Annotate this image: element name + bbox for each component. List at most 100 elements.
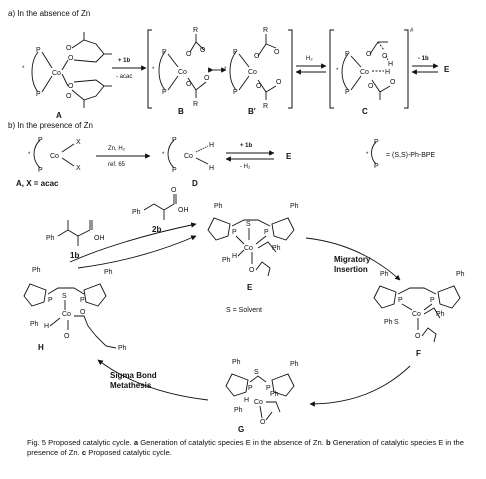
svg-text:Ph: Ph	[272, 245, 281, 252]
step-migratory-2: Insertion	[334, 265, 368, 274]
ligand-def-text: = (S,S)-Ph-BPE	[386, 152, 436, 159]
label-h: H	[38, 343, 44, 352]
svg-text:P: P	[345, 89, 350, 96]
svg-text:P: P	[38, 167, 43, 174]
svg-text:*: *	[366, 152, 369, 158]
substrate-1b: Ph OH 1b	[46, 220, 105, 260]
reagent-a3: - 1b	[418, 56, 429, 62]
svg-text:O: O	[171, 187, 177, 194]
svg-text:P: P	[266, 385, 271, 392]
svg-text:Co: Co	[412, 311, 421, 318]
svg-text:Co: Co	[62, 311, 71, 318]
reagent-a1: + 1b	[118, 58, 131, 64]
svg-text:Co: Co	[184, 153, 193, 160]
complex-a-b: * P P Co X X A, X = acac	[16, 137, 81, 188]
svg-text:H: H	[209, 165, 214, 172]
caption-main: Proposed catalytic cycle.	[48, 438, 132, 447]
complex-g: Ph Ph P P S Co Ph H Ph O G	[225, 359, 299, 434]
svg-text:P: P	[398, 297, 403, 304]
arrow-1b-to-e	[77, 235, 197, 269]
reagent-b1: Zn, H₂	[108, 146, 126, 152]
svg-text:H: H	[388, 61, 393, 68]
svg-text:Ph: Ph	[436, 311, 445, 318]
svg-text:Ph: Ph	[384, 319, 393, 326]
svg-text:P: P	[233, 49, 238, 56]
product-e-b: E	[286, 152, 292, 161]
product-e-a: E	[444, 65, 450, 74]
svg-text:OH: OH	[178, 207, 189, 214]
svg-text:Ph: Ph	[222, 257, 231, 264]
svg-text:P: P	[48, 297, 53, 304]
svg-text:O: O	[390, 79, 396, 86]
svg-text:*: *	[152, 67, 155, 73]
svg-text:OH: OH	[94, 235, 105, 242]
svg-text:S: S	[394, 319, 399, 326]
svg-text:P: P	[172, 137, 177, 144]
complex-e: Ph Ph P P S Co Ph H Ph O E	[207, 203, 299, 292]
bracket-right-b	[288, 29, 293, 109]
svg-text:H: H	[385, 69, 390, 76]
svg-text:O: O	[186, 51, 192, 58]
svg-text:P: P	[374, 163, 379, 170]
label-f: F	[416, 349, 421, 358]
svg-text:O: O	[256, 83, 262, 90]
svg-text:O: O	[204, 75, 210, 82]
complex-b-prime: * P P Co O O R O O R B'	[224, 27, 282, 116]
product-2b: Ph O OH 2b	[132, 187, 189, 234]
svg-text:P: P	[162, 89, 167, 96]
svg-text:Ph: Ph	[456, 271, 465, 278]
svg-text:P: P	[233, 89, 238, 96]
svg-text:P: P	[345, 51, 350, 58]
svg-text:S: S	[62, 293, 67, 300]
caption-a-text: Generation of catalytic species E in the…	[140, 438, 324, 447]
label-a: A	[56, 111, 62, 120]
svg-text:O: O	[260, 419, 266, 426]
reagent-b2: + 1b	[240, 143, 253, 149]
svg-text:P: P	[172, 167, 177, 174]
svg-text:Ph: Ph	[232, 359, 241, 366]
transition-state-mark: #	[410, 28, 414, 34]
complex-b: * P P Co O O R O O R B	[152, 27, 210, 116]
svg-text:Ph: Ph	[234, 407, 243, 414]
svg-text:H: H	[44, 323, 49, 330]
solvent-definition: S = Solvent	[226, 307, 262, 314]
label-2b: 2b	[152, 225, 161, 234]
label-b: B	[178, 107, 184, 116]
bracket-left-b	[147, 29, 152, 109]
complex-c: * P P Co O O H H O O C	[336, 41, 396, 116]
svg-text:Ph: Ph	[32, 267, 41, 274]
bracket-right-c	[404, 29, 409, 109]
svg-text:O: O	[274, 49, 280, 56]
svg-text:P: P	[162, 49, 167, 56]
svg-text:*: *	[162, 152, 165, 158]
svg-text:P: P	[38, 137, 43, 144]
ref-b1: ref. 65	[108, 162, 126, 168]
ligand-definition: * P P = (S,S)-Ph-BPE	[366, 139, 436, 170]
caption-b-letter: b	[325, 438, 331, 447]
svg-text:P: P	[36, 91, 41, 98]
svg-text:*: *	[22, 66, 25, 72]
svg-text:H: H	[209, 142, 214, 149]
step-sigma-2: Metathesis	[110, 381, 152, 390]
svg-text:*: *	[224, 67, 227, 73]
svg-text:Co: Co	[360, 69, 369, 76]
svg-text:Ph: Ph	[118, 345, 127, 352]
svg-text:*: *	[336, 68, 339, 74]
svg-text:P: P	[248, 385, 253, 392]
svg-text:X: X	[76, 165, 81, 172]
figure-caption: Fig. 5 Proposed catalytic cycle. a Gener…	[27, 438, 467, 458]
label-b-prime: B'	[248, 107, 256, 116]
svg-text:Ph: Ph	[46, 235, 55, 242]
svg-text:O: O	[80, 309, 86, 316]
caption-b-text: Generation of catalytic species E in the…	[27, 438, 464, 457]
svg-text:P: P	[430, 297, 435, 304]
svg-text:Ph: Ph	[30, 321, 39, 328]
svg-text:O: O	[64, 333, 70, 340]
byproduct-b2: - H₂	[240, 164, 251, 170]
svg-text:O: O	[186, 81, 192, 88]
svg-text:Co: Co	[50, 153, 59, 160]
svg-text:Ph: Ph	[104, 269, 113, 276]
svg-text:P: P	[36, 47, 41, 54]
label-1b: 1b	[70, 251, 79, 260]
svg-text:Ph: Ph	[380, 271, 389, 278]
